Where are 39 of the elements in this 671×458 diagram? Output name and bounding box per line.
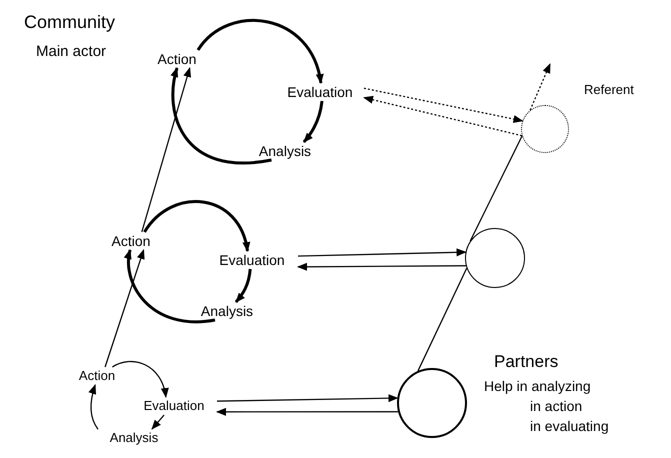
name-label: Referent [584, 81, 634, 99]
role-text: Help in analyzing [484, 377, 591, 396]
circle [465, 228, 525, 288]
connector-line [470, 136, 523, 242]
arrow [216, 408, 398, 416]
step-label: Analysis [98, 429, 170, 447]
step-label: Analysis [250, 142, 320, 160]
connector-line [417, 268, 468, 372]
arrow [298, 248, 467, 257]
step-label: Evaluation [276, 83, 364, 101]
arrow [141, 67, 192, 232]
arrow [88, 384, 98, 430]
role-text: Main actor [36, 42, 106, 62]
step-label: Action [152, 50, 202, 68]
circle [521, 105, 569, 153]
step-label: Evaluation [206, 251, 298, 269]
arrow [530, 63, 551, 110]
arrow [364, 88, 524, 123]
arrow [151, 414, 165, 430]
step-label: Analysis [192, 302, 262, 320]
role-text: in evaluating [530, 417, 609, 436]
group-heading: Community [24, 12, 116, 32]
arrow [143, 200, 250, 252]
arrow [363, 96, 522, 136]
arrow [112, 360, 168, 398]
role-text: in action [530, 397, 582, 416]
arrow [124, 249, 216, 324]
arrow [216, 394, 398, 402]
step-label: Action [70, 367, 124, 385]
arrow [170, 67, 272, 164]
arrow [297, 262, 466, 271]
arrow [302, 100, 324, 143]
arrow [104, 249, 145, 368]
circle [397, 368, 467, 438]
step-label: Action [104, 232, 158, 250]
arrow [234, 268, 252, 303]
arrow [196, 18, 323, 84]
step-label: Evaluation [131, 397, 217, 415]
group-heading: Partners [494, 352, 558, 372]
